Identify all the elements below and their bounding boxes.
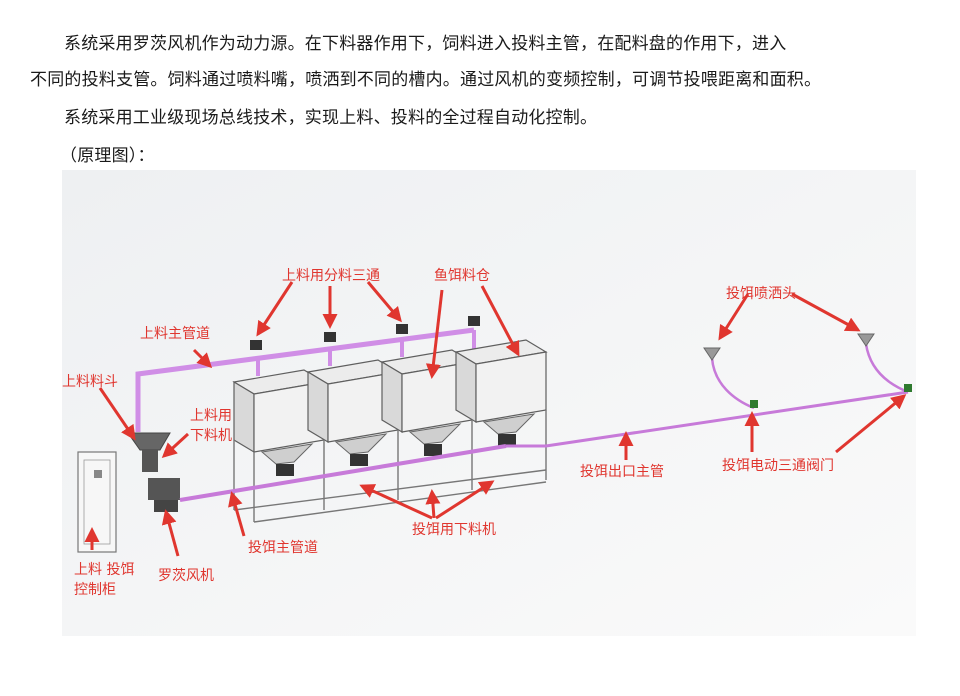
label-feed-feeder-1: 上料用: [190, 408, 232, 424]
intro-paragraph-3: 系统采用工业级现场总线技术，实现上料、投料的全过程自动化控制。: [64, 106, 597, 130]
label-roots-blower: 罗茨风机: [158, 568, 214, 584]
label-feed-feeder-2: 下料机: [190, 428, 232, 444]
label-bait-main-pipe: 投饵主管道: [248, 540, 318, 556]
control-cabinet: [78, 452, 116, 552]
label-cabinet-1: 上料 投饵: [74, 562, 134, 578]
label-electric-3way: 投饵电动三通阀门: [722, 458, 834, 474]
diagram-caption: （原理图）：: [60, 144, 155, 168]
intro-paragraph-2: 不同的投料支管。饲料通过喷料嘴，喷洒到不同的槽内。通过风机的变频控制，可调节投喂…: [30, 68, 821, 92]
label-cabinet-2: 控制柜: [74, 582, 116, 598]
label-bait-outlet-pipe: 投饵出口主管: [580, 464, 664, 480]
silo: [456, 340, 546, 422]
label-spray-head: 投饵喷洒头: [726, 286, 796, 302]
label-feed-main-pipe: 上料主管道: [140, 326, 210, 342]
intro-paragraph-1: 系统采用罗茨风机作为动力源。在下料器作用下，饲料进入投料主管，在配料盘的作用下，…: [64, 32, 786, 56]
label-feed-hopper: 上料料斗: [62, 374, 118, 390]
label-feed-3way: 上料用分料三通: [282, 268, 380, 284]
label-bait-feeder: 投饵用下料机: [412, 522, 496, 538]
label-fish-silo: 鱼饵料仓: [434, 267, 490, 284]
feeding-system-diagram: 上料用分料三通 鱼饵料仓 上料主管道 上料料斗 上料用 下料机 上料 投饵 控制…: [62, 170, 916, 636]
